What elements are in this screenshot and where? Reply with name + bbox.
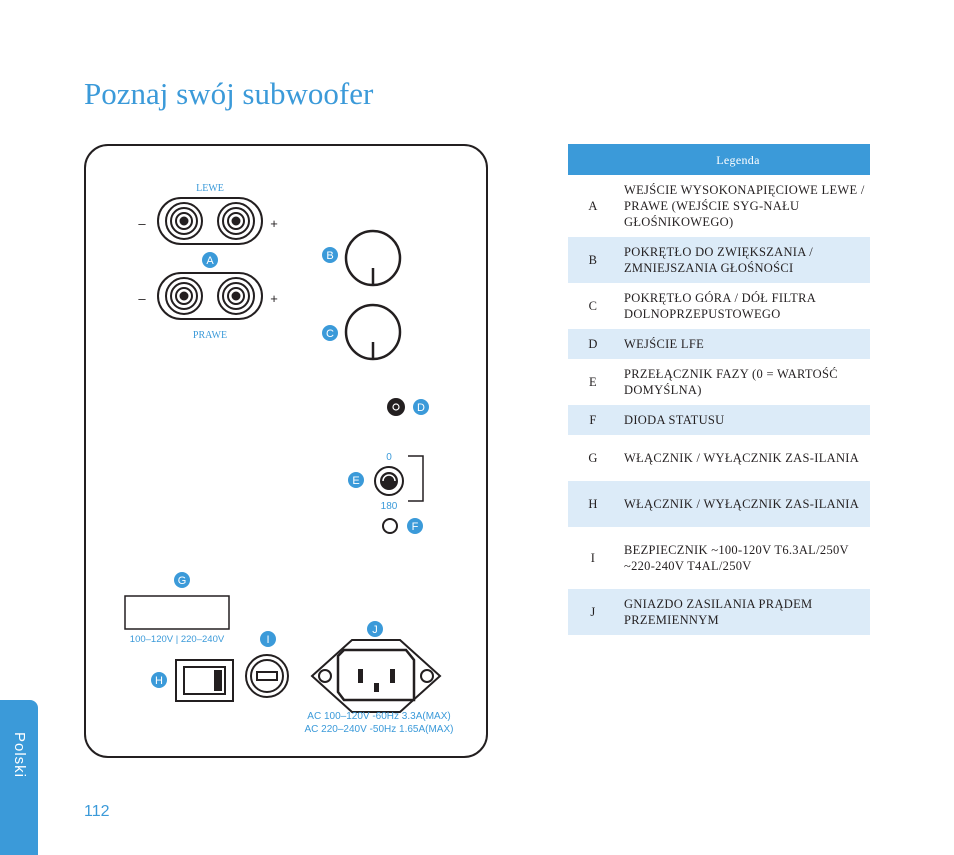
minus-sign-bottom: –: [138, 291, 146, 306]
legend-text: BEZPIECZNIK ~100-120V T6.3AL/250V ~220-2…: [624, 543, 849, 573]
plus-sign-top: +: [270, 216, 278, 231]
legend-key: B: [568, 237, 620, 283]
badge-i: I: [260, 631, 276, 647]
left-input-label: LEWE: [196, 183, 224, 194]
phase-180-label: 180: [381, 501, 398, 512]
ac-spec-line-2: AC 220–240V -50Hz 1.65A(MAX): [305, 724, 454, 735]
badge-a: A: [202, 252, 218, 268]
legend-key: G: [588, 451, 598, 465]
legend-row: C POKRĘTŁO GÓRA / DÓŁ FILTRA DOLNOPRZEPUS…: [568, 283, 870, 329]
phase-bracket: [408, 455, 424, 502]
badge-c: C: [322, 325, 338, 341]
legend-table: Legenda A WEJŚCIE WYSOKONAPIĘCIOWE LEWE /…: [568, 144, 870, 635]
svg-text:I: I: [266, 634, 269, 646]
svg-text:C: C: [326, 328, 334, 340]
legend-key: C: [588, 299, 598, 313]
power-switch[interactable]: [175, 659, 234, 702]
page-number: 112: [84, 803, 110, 820]
fuse-holder[interactable]: [245, 654, 289, 698]
legend-row: E PRZEŁĄCZNIK FAZY (0 = WARTOŚĆ DOMYŚLNA): [568, 359, 870, 405]
legend-row: G WŁĄCZNIK / WYŁĄCZNIK ZAS-ILANIA: [568, 435, 870, 481]
legend-key: A: [588, 199, 598, 213]
legend-key: F: [568, 405, 620, 435]
badge-b: B: [322, 247, 338, 263]
legend-text: POKRĘTŁO DO ZWIĘKSZANIA / ZMNIEJSZANIA G…: [620, 237, 870, 283]
legend-text: WŁĄCZNIK / WYŁĄCZNIK ZAS-ILANIA: [624, 451, 860, 465]
page-title: Poznaj swój subwoofer: [84, 76, 374, 111]
right-input-label: PRAWE: [193, 330, 227, 341]
voltage-selector-switch[interactable]: [124, 595, 230, 630]
legend-text: POKRĘTŁO GÓRA / DÓŁ FILTRA DOLNOPRZEPUST…: [624, 291, 816, 321]
svg-text:J: J: [372, 624, 378, 636]
language-tab-label: Polski: [11, 732, 28, 779]
svg-text:F: F: [412, 521, 419, 533]
badge-e: E: [348, 472, 364, 488]
legend-key: E: [589, 375, 597, 389]
legend-header: Legenda: [568, 144, 870, 175]
badge-j: J: [367, 621, 383, 637]
legend-key: H: [568, 481, 620, 527]
status-led: [382, 518, 398, 534]
lfe-input-jack[interactable]: [387, 398, 405, 416]
legend-key: J: [568, 589, 620, 635]
legend-text: WEJŚCIE WYSOKONAPIĘCIOWE LEWE / PRAWE (W…: [624, 183, 865, 229]
legend-key: D: [568, 329, 620, 359]
language-tab: [0, 700, 38, 855]
svg-text:A: A: [206, 255, 214, 267]
legend-row: I BEZPIECZNIK ~100-120V T6.3AL/250V ~220-…: [568, 527, 870, 589]
phase-switch[interactable]: [374, 466, 404, 496]
svg-text:G: G: [178, 575, 187, 587]
ac-spec-line-1: AC 100–120V -60Hz 3.3A(MAX): [307, 711, 450, 722]
legend-text: DIODA STATUSU: [620, 405, 870, 435]
legend-key: I: [590, 551, 596, 565]
minus-sign-top: –: [138, 216, 146, 231]
svg-text:B: B: [326, 250, 333, 262]
subwoofer-rear-panel: [84, 144, 488, 758]
voltage-selector-label: 100–120V | 220–240V: [130, 634, 225, 645]
svg-text:D: D: [417, 402, 425, 414]
badge-d: D: [413, 399, 429, 415]
volume-knob[interactable]: [344, 229, 402, 287]
svg-text:H: H: [155, 675, 163, 687]
legend-row: A WEJŚCIE WYSOKONAPIĘCIOWE LEWE / PRAWE (…: [568, 175, 870, 237]
ac-power-inlet[interactable]: [310, 639, 442, 713]
phase-0-label: 0: [386, 452, 392, 463]
badge-h: H: [151, 672, 167, 688]
lowpass-filter-knob[interactable]: [344, 303, 402, 361]
legend-text: WŁĄCZNIK / WYŁĄCZNIK ZAS-ILANIA: [620, 481, 870, 527]
legend-text: GNIAZDO ZASILANIA PRĄDEM PRZEMIENNYM: [620, 589, 870, 635]
svg-text:E: E: [352, 475, 359, 487]
right-speaker-terminals[interactable]: [157, 272, 263, 320]
badge-g: G: [174, 572, 190, 588]
plus-sign-bottom: +: [270, 291, 278, 306]
legend-text: WEJŚCIE LFE: [620, 329, 870, 359]
badge-f: F: [407, 518, 423, 534]
left-speaker-terminals[interactable]: [157, 197, 263, 245]
legend-text: PRZEŁĄCZNIK FAZY (0 = WARTOŚĆ DOMYŚLNA): [624, 367, 838, 397]
